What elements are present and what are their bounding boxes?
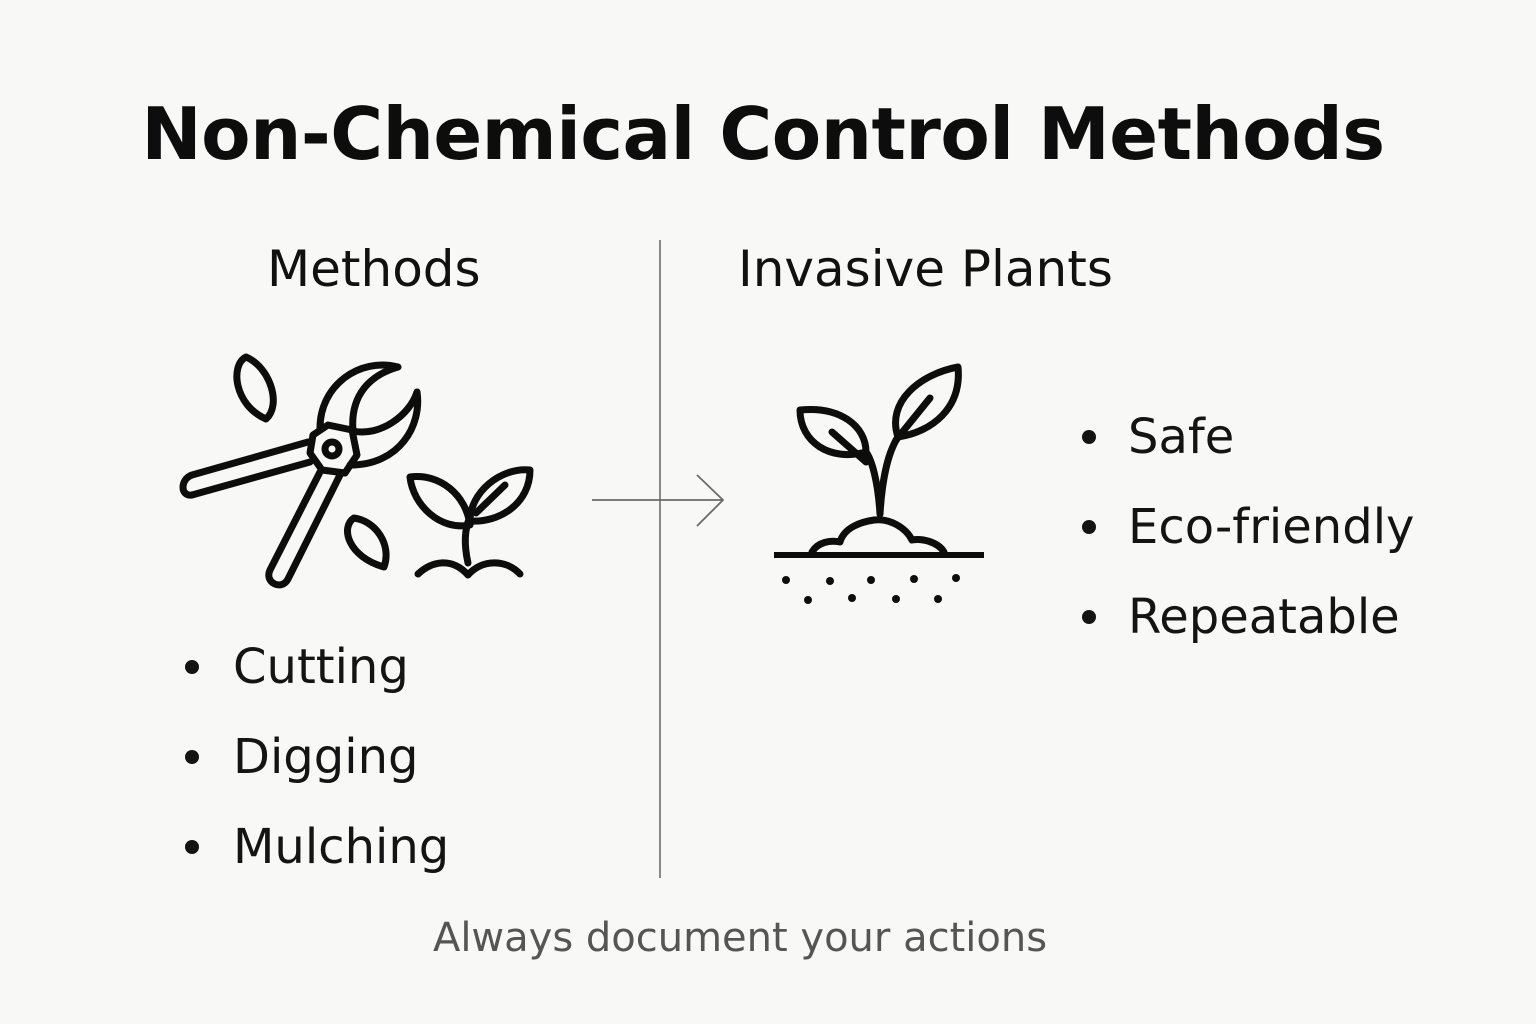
arrow-right-icon [592,474,725,527]
methods-heading: Methods [267,240,481,298]
invasive-plants-heading: Invasive Plants [738,240,1113,298]
pruning-shears-icon [179,353,534,589]
bullet-icon [1082,610,1096,624]
bullet-icon [185,750,199,764]
bullet-icon [1082,520,1096,534]
bullet-icon [185,660,199,674]
bullet-icon [1082,430,1096,444]
page-title: Non-Chemical Control Methods [141,92,1385,176]
bullet-icon [185,840,199,854]
column-divider [659,240,661,878]
footer-note: Always document your actions [432,915,1048,961]
seedling-in-soil-icon [774,363,984,604]
